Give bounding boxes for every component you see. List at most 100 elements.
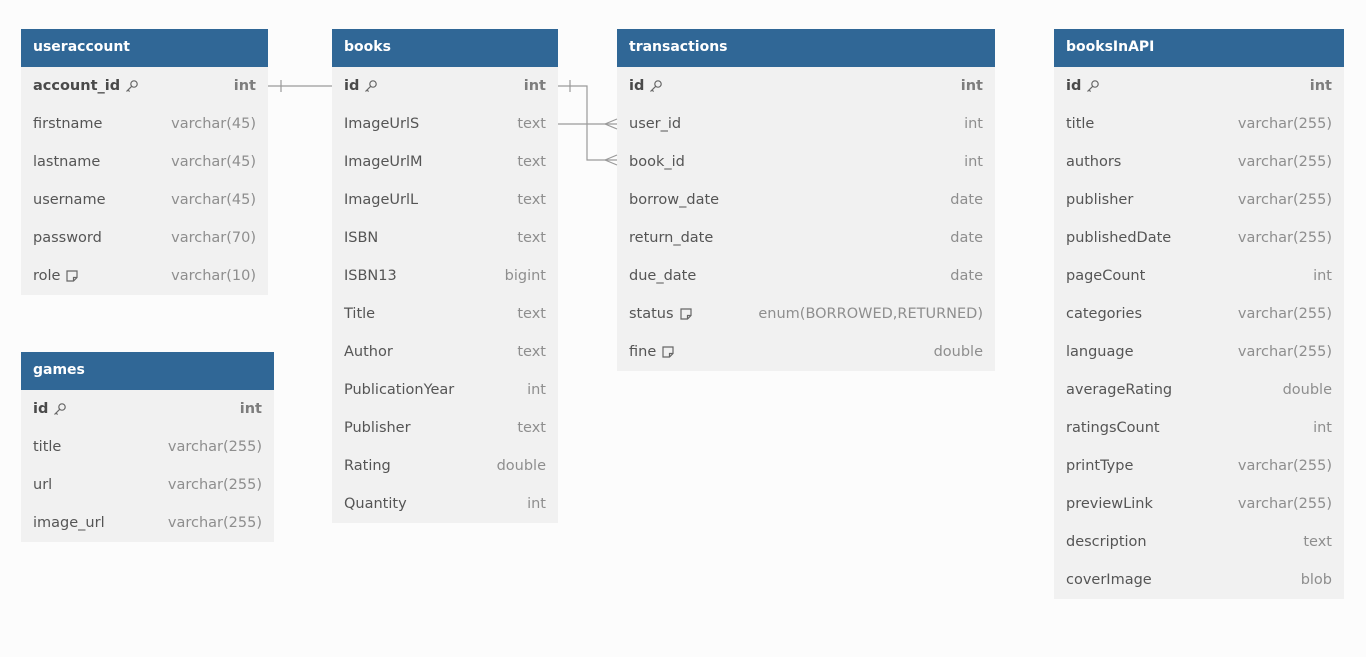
field-row-transactions-return_date[interactable]: return_date date xyxy=(617,219,995,257)
table-header-booksinapi[interactable]: booksInAPI xyxy=(1054,29,1344,67)
field-row-transactions-user_id[interactable]: user_id int xyxy=(617,105,995,143)
table-header-books[interactable]: books xyxy=(332,29,558,67)
field-name-wrap: firstname xyxy=(33,116,102,132)
field-name-wrap: url xyxy=(33,477,52,493)
field-name: Author xyxy=(344,344,393,360)
field-name: coverImage xyxy=(1066,572,1152,588)
field-name-wrap: return_date xyxy=(629,230,713,246)
note-icon[interactable] xyxy=(65,269,79,283)
note-icon[interactable] xyxy=(661,345,675,359)
field-name: ImageUrlM xyxy=(344,154,423,170)
field-row-transactions-book_id[interactable]: book_id int xyxy=(617,143,995,181)
field-type: date xyxy=(950,192,983,208)
field-row-games-url[interactable]: url varchar(255) xyxy=(21,466,274,504)
field-name-wrap: id xyxy=(629,78,663,94)
relationship-useraccount-books[interactable] xyxy=(268,80,332,92)
field-name: authors xyxy=(1066,154,1122,170)
field-type: int xyxy=(1313,268,1332,284)
table-header-games[interactable]: games xyxy=(21,352,274,390)
field-name: previewLink xyxy=(1066,496,1153,512)
field-name-wrap: ImageUrlM xyxy=(344,154,423,170)
field-name-wrap: ISBN13 xyxy=(344,268,397,284)
field-name: role xyxy=(33,268,61,284)
note-icon[interactable] xyxy=(679,307,693,321)
field-type: varchar(255) xyxy=(167,439,262,455)
field-name: username xyxy=(33,192,106,208)
field-type: text xyxy=(1303,534,1332,550)
relationship-books-transactions-user[interactable] xyxy=(558,118,618,130)
field-type: varchar(255) xyxy=(167,477,262,493)
field-type: date xyxy=(950,230,983,246)
key-icon xyxy=(649,79,663,93)
table-header-transactions[interactable]: transactions xyxy=(617,29,995,67)
field-type: text xyxy=(517,230,546,246)
field-name: user_id xyxy=(629,116,682,132)
field-row-books-Title[interactable]: Title text xyxy=(332,295,558,333)
field-type: text xyxy=(517,306,546,322)
field-name-wrap: role xyxy=(33,268,79,284)
field-type: double xyxy=(1282,382,1332,398)
field-name-wrap: Publisher xyxy=(344,420,411,436)
field-type: int xyxy=(527,496,546,512)
key-icon xyxy=(125,79,139,93)
field-type: int xyxy=(964,116,983,132)
field-type: varchar(70) xyxy=(171,230,256,246)
field-type: varchar(255) xyxy=(1237,192,1332,208)
field-row-booksinapi-description[interactable]: description text xyxy=(1054,523,1344,561)
field-name: publishedDate xyxy=(1066,230,1172,246)
field-name: url xyxy=(33,477,53,493)
field-type: int xyxy=(964,154,983,170)
field-name: Title xyxy=(344,306,376,322)
field-name-wrap: book_id xyxy=(629,154,685,170)
relationship-books-transactions-book[interactable] xyxy=(558,80,618,166)
table-header-useraccount[interactable]: useraccount xyxy=(21,29,268,67)
field-name: description xyxy=(1066,534,1147,550)
field-name: status xyxy=(629,306,674,322)
field-name: ImageUrlS xyxy=(344,116,420,132)
